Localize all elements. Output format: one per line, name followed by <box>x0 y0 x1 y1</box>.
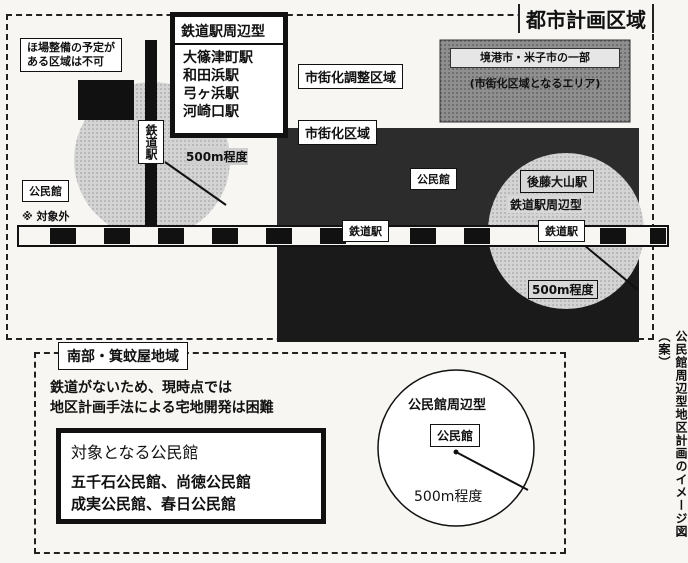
center-community-hall-label: 公民館 <box>410 168 457 190</box>
farmland-note-line2: ある区域は不可 <box>27 55 104 68</box>
control-area-label: 市街化調整区域 <box>298 64 404 89</box>
south-area-text: 鉄道がないため、現時点では 地区計画手法による宅地開発は困難 <box>50 378 274 418</box>
station-area-type-box: 鉄道駅周辺型 大篠津町駅 和田浜駅 弓ヶ浜駅 河崎口駅 <box>170 12 288 138</box>
future-urbanization-note-line2: (市街化区域となるエリア) <box>469 77 601 90</box>
station-area-type-title: 鉄道駅周辺型 <box>175 17 283 45</box>
south-area-title: 南部・箕蚊屋地域 <box>58 342 188 370</box>
farmland-block <box>78 80 134 120</box>
community-hall-type-hall-label: 公民館 <box>430 424 481 447</box>
community-hall-type-title: 公民館周辺型 <box>408 398 487 413</box>
left-radius-label: 500m程度 <box>186 148 248 165</box>
station-name-3: 弓ヶ浜駅 <box>183 86 239 102</box>
center-station-label: 鉄道駅 <box>342 220 389 242</box>
railway-ties <box>50 228 666 244</box>
city-planning-area-title: 都市計画区域 <box>518 4 654 33</box>
target-halls-title: 対象となる公民館 <box>71 443 199 462</box>
right-station-type-label: 鉄道駅周辺型 <box>508 196 585 213</box>
south-area-box <box>34 352 566 554</box>
community-hall-type-radius-label: 500m程度 <box>414 489 483 505</box>
farmland-note-line1: ほ場整備の予定が <box>27 41 115 54</box>
community-hall-radius-arrow <box>455 451 529 491</box>
target-halls-line1: 五千石公民館、尚徳公民館 <box>71 473 252 491</box>
south-area-text-line2: 地区計画手法による宅地開発は困難 <box>50 400 274 416</box>
target-halls-box: 対象となる公民館 五千石公民館、尚徳公民館 成実公民館、春日公民館 <box>56 428 326 524</box>
community-hall-radius-circle <box>377 369 535 527</box>
future-urbanization-note: 境港市・米子市の一部 (市街化区域となるエリア) <box>450 48 620 92</box>
right-station-label: 鉄道駅 <box>538 220 585 242</box>
south-area-text-line1: 鉄道がないため、現時点では <box>50 380 232 396</box>
station-name-4: 河崎口駅 <box>183 104 239 120</box>
future-urbanization-note-line1: 境港市・米子市の一部 <box>450 48 620 68</box>
urbanization-area-label: 市街化区域 <box>298 120 378 145</box>
excluded-note: ※ 対象外 <box>22 210 70 223</box>
left-radius-arrow <box>164 161 227 206</box>
right-radius-arrow <box>577 239 639 291</box>
station-name-1: 大篠津町駅 <box>183 50 253 66</box>
left-station-label: 鉄道駅 <box>138 120 164 164</box>
station-name-2: 和田浜駅 <box>183 68 239 84</box>
left-community-hall-label: 公民館 <box>22 180 69 202</box>
farmland-note: ほ場整備の予定が ある区域は不可 <box>20 38 122 72</box>
community-hall-center-dot <box>453 449 459 455</box>
right-station-name-label: 後藤大山駅 <box>520 170 595 193</box>
target-halls-line2: 成実公民館、春日公民館 <box>71 495 237 513</box>
side-caption: 公民館周辺型地区計画のイメージ図（案） <box>657 330 688 538</box>
right-radius-label: 500m程度 <box>528 280 598 299</box>
